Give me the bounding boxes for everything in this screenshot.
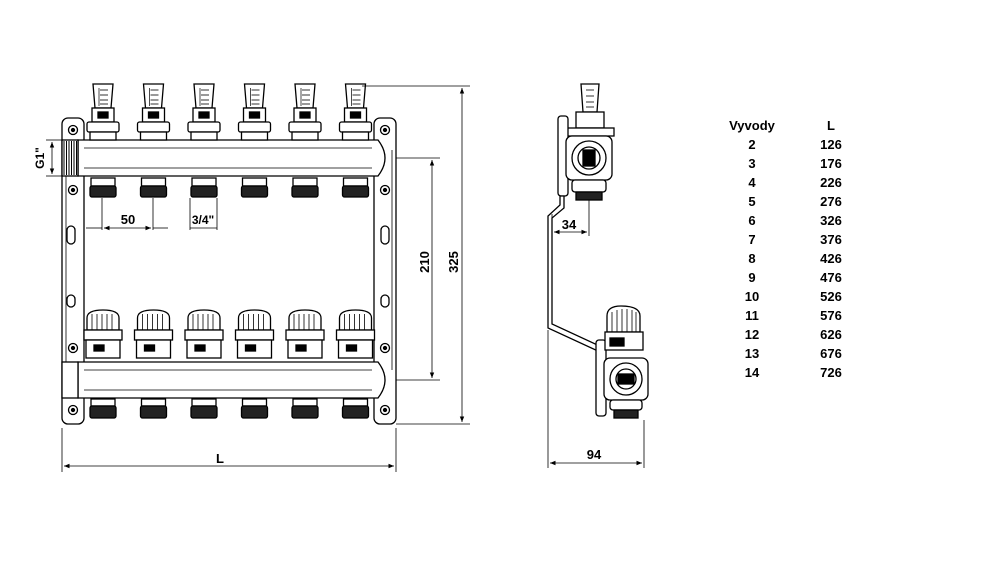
table-row: 8 426 [716, 249, 874, 268]
dim-thread-label: G1" [33, 147, 47, 169]
cell-length: 626 [820, 327, 842, 342]
upper-header-pipe [77, 139, 386, 177]
table-body: 2 126 3 176 4 226 5 276 6 326 7 376 8 426 9 476 10 526 11 5… [716, 135, 874, 382]
cell-length: 326 [820, 213, 842, 228]
cell-length: 276 [820, 194, 842, 209]
dim-height-total-label: 325 [446, 251, 461, 273]
table-row: 3 176 [716, 154, 874, 173]
table-row: 2 126 [716, 135, 874, 154]
outlet [133, 83, 174, 419]
outlet [83, 83, 123, 419]
cell-length: 126 [820, 137, 842, 152]
cell-length: 476 [820, 270, 842, 285]
cell-outlets: 13 [744, 346, 760, 361]
table-row: 7 376 [716, 230, 874, 249]
cell-length: 726 [820, 365, 842, 380]
cell-outlets: 2 [748, 137, 756, 152]
table-row: 14 726 [716, 363, 874, 382]
table-row: 9 476 [716, 268, 874, 287]
table-row: 11 576 [716, 306, 874, 325]
table-row: 12 626 [716, 325, 874, 344]
cell-length: 376 [820, 232, 842, 247]
outlet [335, 83, 376, 419]
table-header-row: Vyvody L [716, 117, 874, 135]
right-bracket [373, 117, 397, 425]
table-row: 10 526 [716, 287, 874, 306]
table-row: 6 326 [716, 211, 874, 230]
table-row: 5 276 [716, 192, 874, 211]
cell-outlets: 8 [748, 251, 756, 266]
outlet-length-table: Vyvody L 2 126 3 176 4 226 5 276 6 326 7 376 8 426 9 47… [716, 117, 874, 382]
cell-length: 576 [820, 308, 842, 323]
cell-length: 676 [820, 346, 842, 361]
cell-outlets: 11 [745, 308, 759, 323]
front-view [46, 83, 470, 472]
dim-height-inner-label: 210 [417, 251, 432, 273]
header-length: L [827, 118, 835, 133]
cell-outlets: 3 [748, 156, 756, 171]
table-row: 13 676 [716, 344, 874, 363]
left-bracket [61, 117, 85, 425]
outlet [234, 83, 275, 419]
dim-depth-label: 94 [587, 447, 602, 462]
cell-outlets: 7 [748, 232, 756, 247]
cell-outlets: 6 [748, 213, 756, 228]
dim-length-label: L [216, 451, 224, 466]
outlet [184, 83, 224, 419]
cell-outlets: 10 [744, 289, 760, 304]
cell-length: 176 [820, 156, 842, 171]
cell-length: 226 [820, 175, 842, 190]
screw-holes [67, 124, 391, 416]
cell-outlets: 12 [744, 327, 760, 342]
dim-offset-label: 34 [562, 217, 577, 232]
dim-connection-label: 3/4" [192, 213, 214, 227]
dim-spacing-label: 50 [121, 212, 135, 227]
cell-outlets: 9 [748, 270, 756, 285]
cell-outlets: 5 [748, 194, 756, 209]
side-view [547, 83, 649, 468]
cell-length: 526 [820, 289, 842, 304]
cell-length: 426 [820, 251, 842, 266]
lower-header-pipe [77, 361, 386, 399]
cell-outlets: 4 [748, 175, 756, 190]
table-row: 4 226 [716, 173, 874, 192]
cell-outlets: 14 [744, 365, 760, 380]
header-outlets: Vyvody [729, 118, 775, 133]
outlet [285, 83, 325, 419]
